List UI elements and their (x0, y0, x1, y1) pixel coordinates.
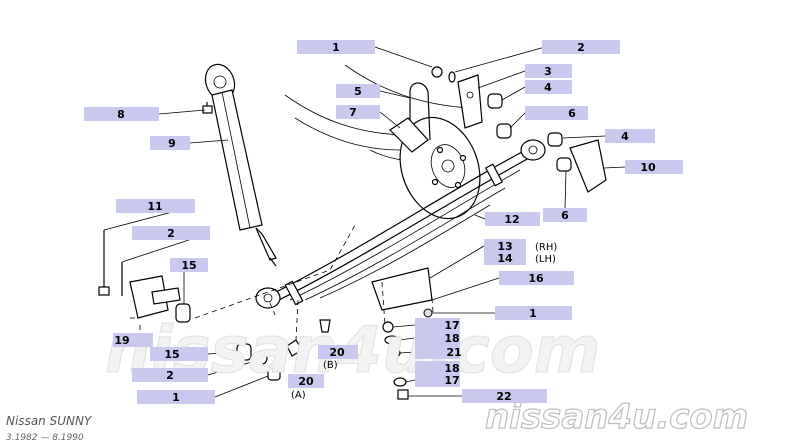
leaf-spring (255, 139, 546, 309)
svg-text:2: 2 (577, 41, 585, 54)
svg-text:6: 6 (568, 107, 576, 120)
svg-text:4: 4 (544, 81, 552, 94)
callout-4-lower[interactable]: 4 (605, 129, 655, 143)
svg-text:17: 17 (444, 319, 459, 332)
callout-1-mid[interactable]: 1 (495, 306, 572, 320)
svg-text:2: 2 (166, 369, 174, 382)
svg-text:8: 8 (117, 108, 125, 121)
callout-6-lower[interactable]: 6 (543, 208, 587, 222)
callout-2-left[interactable]: 2 (132, 226, 210, 240)
svg-text:7: 7 (349, 106, 357, 119)
svg-text:6: 6 (561, 209, 569, 222)
callout-15-lower[interactable]: 15 (150, 347, 208, 361)
callout-11[interactable]: 11 (116, 199, 195, 213)
callout-17-upper[interactable]: 17 (415, 318, 460, 332)
svg-text:19: 19 (114, 334, 129, 347)
svg-text:15: 15 (181, 259, 196, 272)
callout-2-top[interactable]: 2 (542, 40, 620, 54)
bolt (202, 102, 213, 114)
callout-4-upper[interactable]: 4 (525, 80, 572, 94)
svg-text:1: 1 (172, 391, 180, 404)
svg-text:10: 10 (640, 161, 656, 174)
svg-text:21: 21 (446, 346, 461, 359)
callout-21[interactable]: 21 (415, 345, 462, 359)
svg-text:1: 1 (332, 41, 340, 54)
svg-text:18: 18 (444, 362, 459, 375)
svg-text:5: 5 (354, 85, 362, 98)
model-years: 3.1982 — 8.1990 (6, 433, 84, 443)
svg-text:12: 12 (504, 213, 519, 226)
front-bracket (457, 74, 483, 129)
svg-text:20: 20 (298, 375, 314, 388)
note-b: (B) (323, 360, 338, 371)
svg-text:13: 13 (497, 240, 512, 253)
callout-18-upper[interactable]: 18 (415, 331, 460, 345)
svg-text:17: 17 (444, 374, 459, 387)
callout-14[interactable]: 14 (484, 251, 526, 265)
u-bolt (409, 82, 431, 141)
callout-18-lower[interactable]: 18 (415, 361, 460, 375)
bush-upper (487, 93, 512, 139)
bump-stopper (389, 117, 429, 153)
note-a: (A) (291, 390, 306, 401)
shackle-pin (98, 230, 191, 323)
callout-6-upper[interactable]: 6 (525, 106, 588, 120)
note-lh: (LH) (535, 254, 556, 265)
svg-text:20: 20 (329, 346, 345, 359)
callout-16[interactable]: 16 (499, 271, 574, 285)
spring-seat (371, 267, 433, 311)
callout-5[interactable]: 5 (336, 84, 380, 98)
svg-text:18: 18 (444, 332, 459, 345)
watermark-corner: nissan4u.com (485, 397, 748, 437)
callout-1-bottom[interactable]: 1 (137, 390, 215, 404)
svg-text:1: 1 (529, 307, 537, 320)
callout-17-lower[interactable]: 17 (415, 373, 460, 387)
callout-labels: 1 2 3 4 5 6 7 8 4 9 10 6 11 12 2 13 14 1… (84, 40, 683, 404)
model-name: Nissan SUNNY (6, 414, 93, 428)
callout-2-bottom[interactable]: 2 (132, 368, 208, 382)
callout-12[interactable]: 12 (485, 212, 540, 226)
svg-text:2: 2 (167, 227, 175, 240)
callout-13[interactable]: 13 (484, 239, 526, 253)
top-nut-washer (431, 66, 456, 83)
shock-absorber (204, 63, 277, 267)
svg-text:14: 14 (497, 252, 513, 265)
svg-text:9: 9 (168, 137, 176, 150)
callout-19[interactable]: 19 (113, 333, 153, 347)
callout-20-a[interactable]: 20 (288, 374, 324, 388)
callout-8[interactable]: 8 (84, 107, 159, 121)
svg-text:4: 4 (621, 130, 629, 143)
svg-text:11: 11 (147, 200, 162, 213)
svg-text:16: 16 (528, 272, 544, 285)
svg-text:3: 3 (544, 65, 552, 78)
callout-22[interactable]: 22 (462, 389, 547, 403)
callout-9[interactable]: 9 (150, 136, 190, 150)
callout-20-b[interactable]: 20 (318, 345, 358, 359)
callout-10[interactable]: 10 (625, 160, 683, 174)
svg-text:15: 15 (164, 348, 179, 361)
callout-1-top[interactable]: 1 (297, 40, 375, 54)
callout-7[interactable]: 7 (336, 105, 380, 119)
callout-3[interactable]: 3 (525, 64, 572, 78)
note-rh: (RH) (535, 242, 557, 253)
rear-shackle (547, 132, 607, 193)
svg-text:22: 22 (496, 390, 511, 403)
callout-15-upper[interactable]: 15 (170, 258, 208, 272)
